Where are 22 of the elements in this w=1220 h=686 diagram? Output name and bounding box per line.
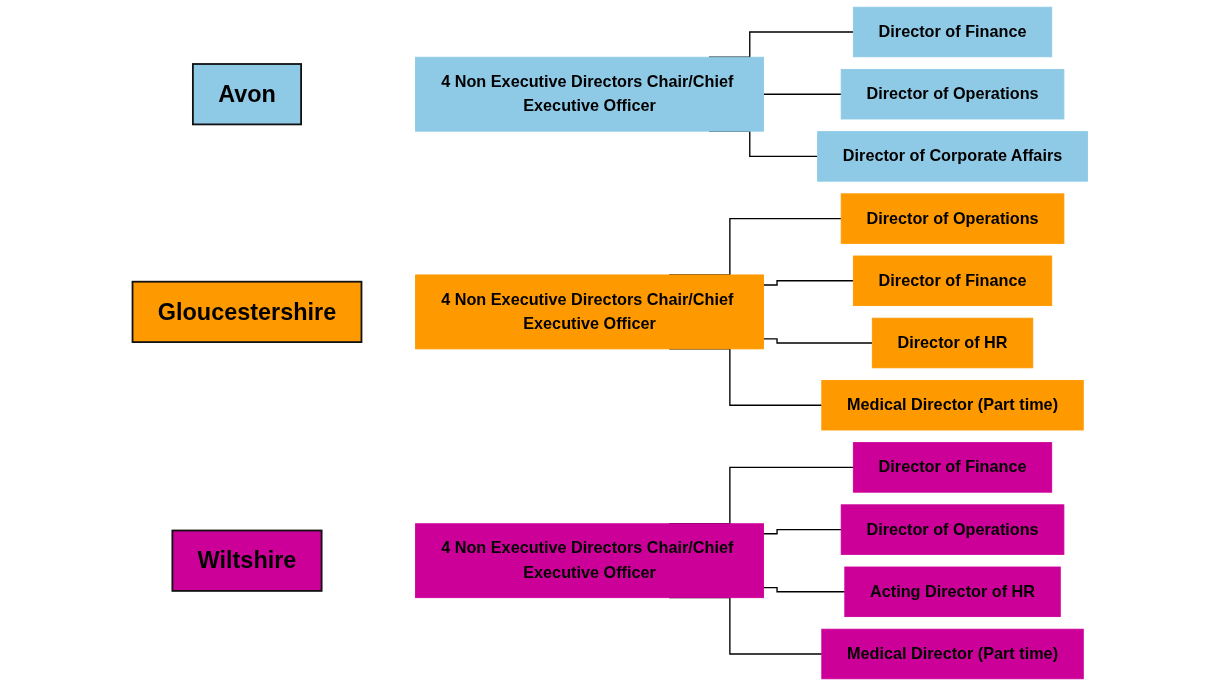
node-box: Gloucestershire (131, 280, 363, 343)
connector (762, 586, 846, 593)
connector (762, 528, 842, 535)
node-box: Wiltshire (171, 529, 323, 592)
node-box: Director of Operations (840, 504, 1065, 555)
node-box: 4 Non Executive Directors Chair/Chief Executive Officer (415, 274, 764, 350)
node-box: Director of Finance (852, 6, 1053, 58)
node-box: Director of Operations (840, 68, 1065, 120)
node-box: Avon (192, 63, 302, 126)
node-box: Acting Director of HR (844, 566, 1061, 618)
node-box: 4 Non Executive Directors Chair/Chief Executive Officer (415, 523, 764, 599)
connector (762, 338, 873, 344)
connector (762, 93, 842, 95)
node-box: Director of Operations (840, 193, 1065, 244)
node-box: Director of Corporate Affairs (817, 131, 1088, 182)
node-box: Medical Director (Part time) (821, 628, 1084, 680)
node-box: Director of HR (871, 317, 1034, 369)
node-box: Medical Director (Part time) (821, 379, 1084, 431)
node-box: Director of Finance (852, 255, 1053, 307)
node-box: Director of Finance (852, 442, 1053, 493)
connector (762, 280, 855, 286)
node-box: 4 Non Executive Directors Chair/Chief Executive Officer (415, 56, 764, 132)
